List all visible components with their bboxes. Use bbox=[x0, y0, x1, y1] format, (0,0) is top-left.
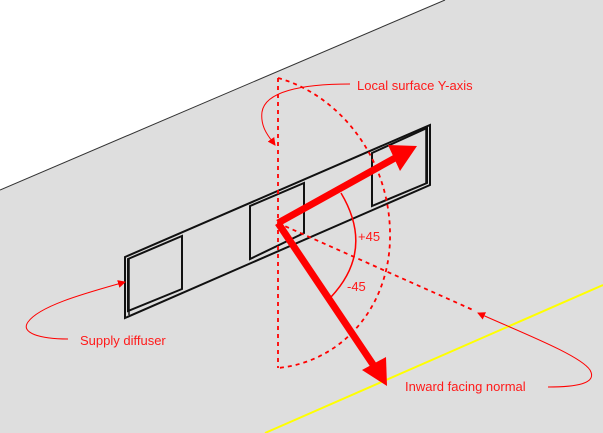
normal-leader bbox=[477, 312, 593, 388]
projected-normal-dashed-line bbox=[277, 222, 474, 311]
sweep-arc-dashed bbox=[277, 77, 391, 369]
floor-edge-line bbox=[264, 284, 603, 433]
wall-edge-line bbox=[0, 0, 446, 191]
y-axis-leader bbox=[261, 83, 351, 146]
diffuser-panel-left bbox=[127, 234, 183, 313]
y-axis-label: Local surface Y-axis bbox=[357, 78, 473, 93]
angle-arc bbox=[330, 192, 357, 298]
angle-construction bbox=[277, 77, 474, 369]
diffuser-panel-right bbox=[371, 126, 428, 208]
minus-angle-label: -45 bbox=[347, 279, 366, 294]
upward-arrow bbox=[276, 145, 417, 227]
plus-angle-label: +45 bbox=[358, 229, 380, 244]
inward-normal-arrow bbox=[275, 221, 387, 386]
diffuser-label: Supply diffuser bbox=[80, 333, 166, 348]
supply-diffuser bbox=[124, 123, 431, 320]
diffuser-leader bbox=[25, 280, 126, 340]
normal-label: Inward facing normal bbox=[405, 379, 526, 394]
diffuser-panel-middle bbox=[249, 181, 305, 261]
